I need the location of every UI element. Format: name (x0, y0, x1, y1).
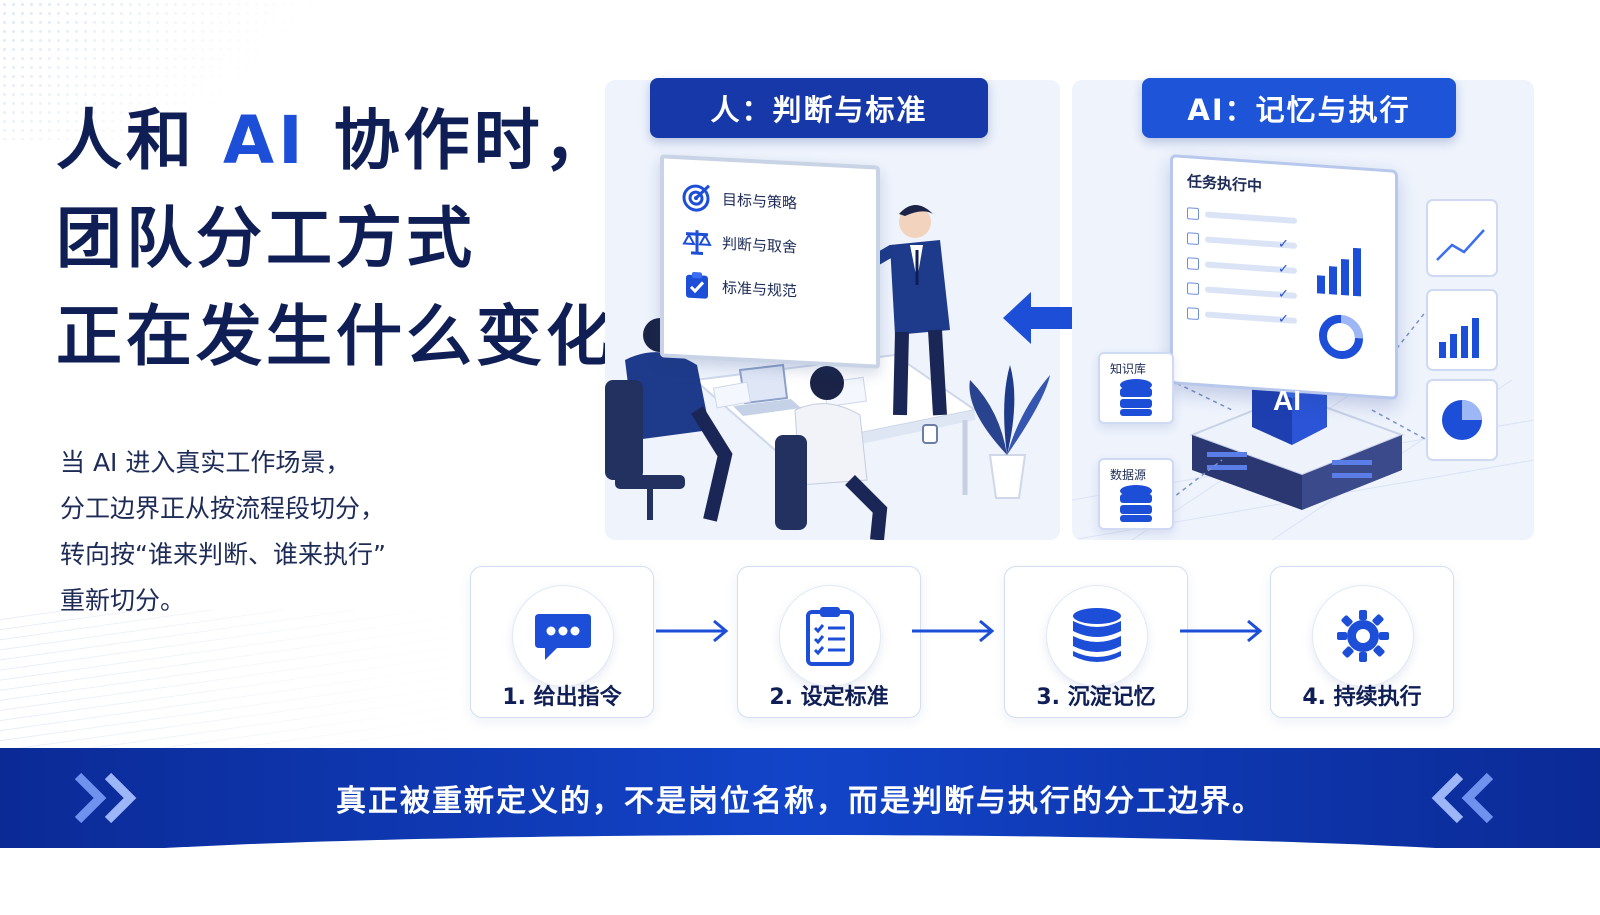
process-step-1: 1. 给出指令 (470, 566, 654, 718)
arrow-right-icon (656, 619, 729, 643)
whiteboard-item: 标准与规范 (682, 269, 797, 305)
chevron-right-icon (74, 772, 137, 824)
screen-title: 任务执行中 (1187, 172, 1263, 196)
step-icon-circle (1312, 585, 1414, 687)
database-icon (1073, 608, 1121, 662)
data-source-card: 数据源 (1098, 458, 1174, 530)
check-icon: ✓ (1278, 261, 1289, 278)
target-icon (682, 181, 712, 213)
title-text: 人和 (56, 102, 223, 179)
title-text: 协作时， (306, 102, 614, 179)
arrow-right-icon (912, 619, 995, 643)
knowledge-base-card: 知识库 (1098, 352, 1174, 424)
title-ai-highlight: AI (222, 102, 307, 179)
knowledge-base-label: 知识库 (1110, 362, 1147, 376)
conclusion-banner: 真正被重新定义的，不是岗位名称，而是判断与执行的分工边界。 (0, 748, 1600, 848)
step-label: 2. 设定标准 (769, 685, 889, 710)
whiteboard: 目标与策略 判断与取舍 标准与规范 (660, 154, 880, 369)
step-label: 1. 给出指令 (502, 685, 622, 710)
scales-icon (682, 225, 712, 257)
task-monitor-screen: 任务执行中 ✓ ✓ ✓ ✓ (1170, 154, 1398, 400)
process-step-2: 2. 设定标准 (737, 566, 921, 718)
dot-pattern-decoration (0, 0, 330, 140)
ai-server-illustration (1072, 199, 1534, 540)
arrow-right-icon (1180, 619, 1263, 643)
double-arrow-icon (1003, 292, 1121, 344)
whiteboard-item-label: 判断与取舍 (722, 233, 798, 256)
whiteboard-item: 目标与策略 (682, 181, 797, 217)
whiteboard-item-label: 标准与规范 (722, 277, 798, 300)
check-icon: ✓ (1278, 311, 1289, 328)
bottom-curve-decoration (0, 835, 1600, 915)
intro-line: 重新切分。 (60, 586, 186, 615)
process-step-4: 4. 持续执行 (1270, 566, 1454, 718)
conclusion-text: 真正被重新定义的，不是岗位名称，而是判断与执行的分工边界。 (336, 784, 1264, 819)
title-line-2: 团队分工方式 (56, 200, 476, 277)
intro-paragraph: 当 AI 进入真实工作场景， 分工边界正从按流程段切分， 转向按“谁来判断、谁来… (60, 440, 386, 624)
whiteboard-item-label: 目标与策略 (722, 189, 798, 212)
ai-role-banner: AI：记忆与执行 (1142, 78, 1456, 138)
chat-bubble-icon (535, 614, 591, 660)
clipboard-check-icon (682, 269, 712, 301)
step-label: 4. 持续执行 (1302, 685, 1422, 710)
ai-cube: AI (1273, 385, 1301, 416)
check-icon: ✓ (1278, 286, 1289, 303)
database-icon (1120, 485, 1152, 522)
check-icon: ✓ (1278, 236, 1289, 253)
page-title: 人和 AI 协作时， 团队分工方式 正在发生什么变化 (56, 92, 616, 386)
ai-cube-label: AI (1273, 385, 1301, 416)
intro-line: 转向按“谁来判断、谁来执行” (60, 540, 386, 569)
gear-cycle-icon (1337, 610, 1389, 662)
step-icon-circle (512, 585, 614, 687)
intro-line: 分工边界正从按流程段切分， (60, 494, 386, 523)
chevron-left-icon (1431, 772, 1494, 824)
bar-chart-icon (1317, 247, 1363, 360)
title-line-1: 人和 AI 协作时， (56, 92, 616, 190)
task-row (1187, 207, 1297, 226)
step-icon-circle (1046, 585, 1148, 687)
title-line-3: 正在发生什么变化 (56, 298, 616, 375)
database-icon (1120, 379, 1152, 416)
data-source-label: 数据源 (1110, 468, 1147, 482)
checklist-icon (806, 607, 854, 666)
step-icon-circle (779, 585, 881, 687)
intro-line: 当 AI 进入真实工作场景， (60, 448, 351, 477)
whiteboard-item: 判断与取舍 (682, 225, 797, 261)
process-step-3: 3. 沉淀记忆 (1004, 566, 1188, 718)
step-label: 3. 沉淀记忆 (1036, 685, 1156, 710)
human-role-banner: 人：判断与标准 (650, 78, 988, 138)
wave-lines-decoration (0, 610, 520, 770)
